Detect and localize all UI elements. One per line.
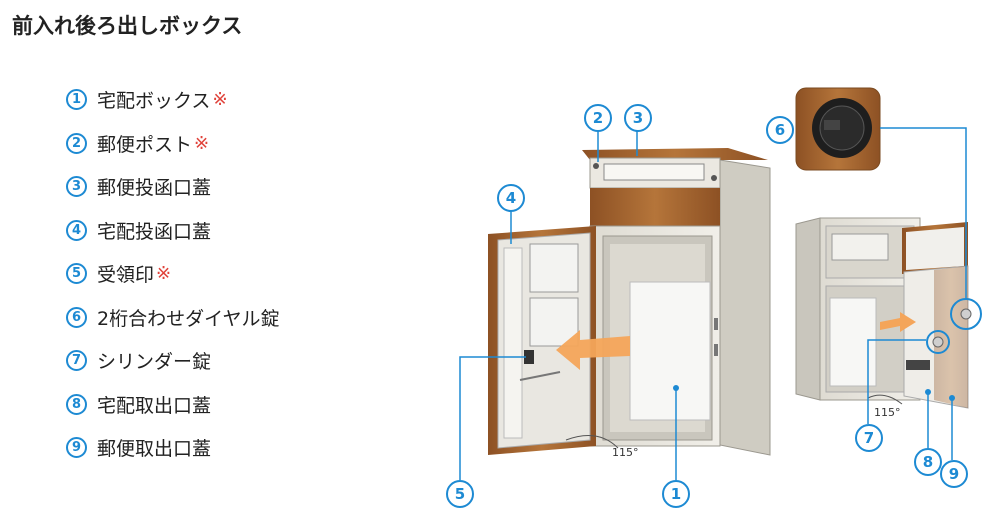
back-box-side	[795, 217, 821, 401]
wood-panel	[590, 188, 720, 226]
note-mark: ※	[194, 133, 210, 154]
top-lid	[582, 148, 768, 160]
leader-dot	[673, 385, 679, 391]
legend-label: 宅配ボックス	[97, 90, 211, 112]
angle-label-front: 115°	[612, 446, 639, 459]
dial-lock-back	[960, 308, 972, 320]
legend-item-7: 7 シリンダー錠	[66, 347, 213, 374]
inner-delivery-box	[629, 281, 711, 421]
front-box	[488, 148, 771, 456]
note-mark: ※	[156, 263, 172, 284]
legend-item-6: 6 2桁合わせダイヤル錠	[66, 304, 282, 331]
callout-5: 5	[446, 480, 474, 508]
callout-7: 7	[855, 424, 883, 452]
dial-lock-center	[824, 120, 840, 130]
stamp-holder	[524, 350, 534, 364]
back-box	[795, 217, 972, 409]
callout-6: 6	[766, 116, 794, 144]
legend-item-1: 1 宅配ボックス ※	[66, 86, 228, 113]
mail-tray	[831, 233, 889, 261]
callout-2: 2	[584, 104, 612, 132]
insert-arrow	[556, 330, 630, 370]
legend-number-badge: 5	[66, 263, 87, 284]
dial-lock-highlight	[950, 298, 982, 330]
callout-1: 1	[662, 480, 690, 508]
inner-delivery-box	[829, 297, 877, 387]
callout-8: 8	[914, 448, 942, 476]
legend-number-badge: 1	[66, 89, 87, 110]
legend-item-3: 3 郵便投函口蓋	[66, 173, 213, 200]
legend-item-8: 8 宅配取出口蓋	[66, 391, 213, 418]
legend-label: 宅配取出口蓋	[97, 395, 212, 417]
legend-number-badge: 9	[66, 437, 87, 458]
front-box-side	[719, 159, 771, 456]
legend-number-badge: 4	[66, 220, 87, 241]
legend-label: 郵便ポスト	[97, 134, 193, 156]
callout-3: 3	[624, 104, 652, 132]
instruction-label	[529, 243, 579, 293]
legend-number-badge: 3	[66, 176, 87, 197]
legend-item-4: 4 宅配投函口蓋	[66, 217, 213, 244]
legend-item-2: 2 郵便ポスト ※	[66, 130, 209, 157]
instruction-label	[529, 297, 579, 347]
legend-item-5: 5 受領印 ※	[66, 260, 171, 287]
callout-4: 4	[497, 184, 525, 212]
legend-label: 郵便投函口蓋	[97, 177, 212, 199]
door-hardware	[519, 371, 561, 381]
legend-number-badge: 2	[66, 133, 87, 154]
leader-lines	[459, 127, 982, 480]
mail-door-inner	[906, 227, 964, 270]
door-label-plate	[906, 360, 930, 370]
leader-line-6	[880, 127, 967, 300]
page-title: 前入れ後ろ出しボックス	[12, 14, 243, 38]
leader-line-5	[459, 356, 526, 480]
legend-label: 郵便取出口蓋	[97, 438, 212, 460]
legend-number-badge: 8	[66, 394, 87, 415]
screw	[593, 163, 599, 169]
angle-arc	[867, 394, 903, 405]
hinge	[714, 344, 718, 356]
leader-dot	[949, 395, 955, 401]
legend-label: 受領印	[97, 264, 155, 286]
dial-lock-inset	[795, 87, 881, 171]
cylinder-lock-highlight	[926, 330, 950, 354]
legend-label: シリンダー錠	[97, 351, 212, 373]
callout-9: 9	[940, 460, 968, 488]
hinge	[714, 318, 718, 330]
legend-number-badge: 6	[66, 307, 87, 328]
takeout-arrow	[880, 312, 916, 332]
legend-label: 2桁合わせダイヤル錠	[97, 308, 280, 330]
legend-label: 宅配投函口蓋	[97, 221, 212, 243]
dial-lock-ring	[819, 105, 865, 151]
legend-item-9: 9 郵便取出口蓋	[66, 434, 213, 461]
legend-number-badge: 7	[66, 350, 87, 371]
cylinder-lock	[932, 336, 944, 348]
angle-arc	[565, 435, 619, 449]
screw	[711, 175, 717, 181]
door-rail	[503, 247, 523, 439]
leader-dot	[925, 389, 931, 395]
mail-slot	[603, 163, 705, 181]
note-mark: ※	[212, 89, 228, 110]
leader-line-7	[867, 339, 926, 424]
angle-label-back: 115°	[874, 406, 901, 419]
